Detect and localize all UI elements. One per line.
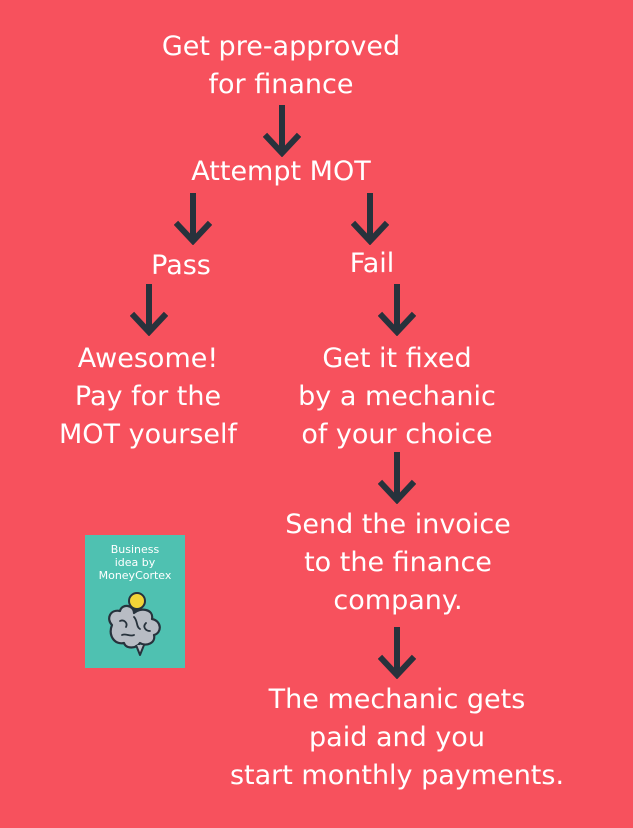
node-get-preapproved: Get pre-approved for finance bbox=[161, 31, 401, 100]
badge-caption: Business idea by MoneyCortex bbox=[98, 543, 172, 582]
node-fail: Fail bbox=[349, 248, 395, 279]
arrow-down-icon bbox=[351, 193, 389, 245]
arrow-down-icon bbox=[378, 627, 416, 679]
brain-lightbulb-icon bbox=[108, 592, 161, 656]
node-send-invoice: Send the invoice to the finance company. bbox=[285, 509, 511, 616]
arrow-down-icon bbox=[174, 193, 212, 245]
node-get-it-fixed: Get it fixed by a mechanic of your choic… bbox=[298, 343, 496, 450]
arrow-down-icon bbox=[263, 105, 301, 157]
node-awesome-pay-yourself: Awesome! Pay for the MOT yourself bbox=[58, 343, 238, 450]
node-attempt-mot: Attempt MOT bbox=[191, 156, 371, 187]
node-mechanic-paid: The mechanic gets paid and you start mon… bbox=[229, 684, 565, 791]
moneycortex-badge: Business idea by MoneyCortex bbox=[85, 535, 185, 668]
node-pass: Pass bbox=[151, 250, 211, 281]
arrow-down-icon bbox=[130, 284, 168, 336]
arrow-down-icon bbox=[378, 284, 416, 336]
arrow-down-icon bbox=[378, 452, 416, 504]
